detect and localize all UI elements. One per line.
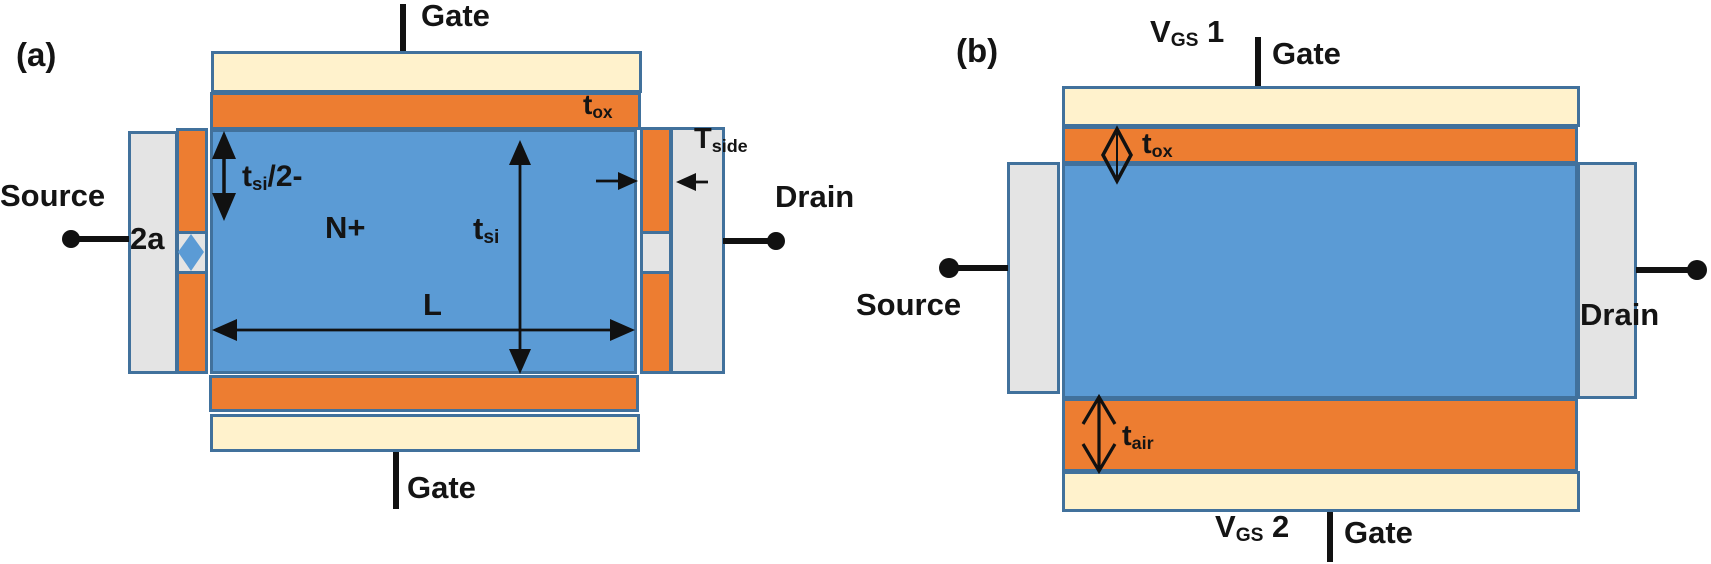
source-contact-b	[1007, 162, 1060, 394]
doping-label-a: N+	[325, 210, 366, 245]
gate-electrode-bottom-b	[1062, 471, 1580, 512]
panel-tag-a: (a)	[16, 36, 57, 73]
source-contact-a	[128, 131, 178, 374]
gate-electrode-top-b	[1062, 86, 1580, 127]
vgs2-label-b: VGS 2	[1215, 509, 1290, 547]
source-aperture-gap-a	[176, 231, 208, 274]
gate-oxide-top-a	[210, 92, 641, 130]
drain-aperture-gap-a	[640, 231, 672, 274]
channel-body-b	[1062, 163, 1578, 399]
gate-electrode-bottom-a	[210, 414, 640, 452]
gate-bottom-label-b: Gate	[1344, 515, 1413, 550]
aperture-label-a: 2a	[130, 221, 165, 256]
tox-label-a: tox	[583, 89, 613, 122]
gate-oxide-top-b	[1062, 126, 1578, 164]
tside-label-a: Tside	[694, 123, 748, 156]
gate-top-label-b: Gate	[1272, 36, 1341, 71]
drain-contact-a	[670, 127, 725, 374]
gate-top-label-a: Gate	[421, 0, 490, 33]
tair-label-b: tair	[1122, 420, 1154, 453]
length-label-a: L	[423, 287, 442, 322]
gate-bottom-label-a: Gate	[407, 470, 476, 505]
vgs1-label-b: VGS 1	[1150, 14, 1225, 52]
tsi-label-a: tsi	[473, 211, 500, 249]
panel-tag-b: (b)	[956, 32, 999, 69]
tox-label-b: tox	[1142, 128, 1173, 161]
channel-body-a	[210, 129, 637, 374]
drain-contact-b	[1577, 162, 1637, 399]
drain-label-b: Drain	[1580, 297, 1660, 332]
gate-oxide-bottom-a	[209, 375, 639, 412]
source-label-b: Source	[856, 287, 962, 322]
tsi-half-label-a: tsi/2-	[242, 160, 303, 195]
source-label-a: Source	[0, 178, 106, 213]
drain-label-a: Drain	[775, 179, 855, 214]
air-gap-layer-b	[1062, 398, 1578, 472]
gate-electrode-top-a	[211, 51, 642, 93]
